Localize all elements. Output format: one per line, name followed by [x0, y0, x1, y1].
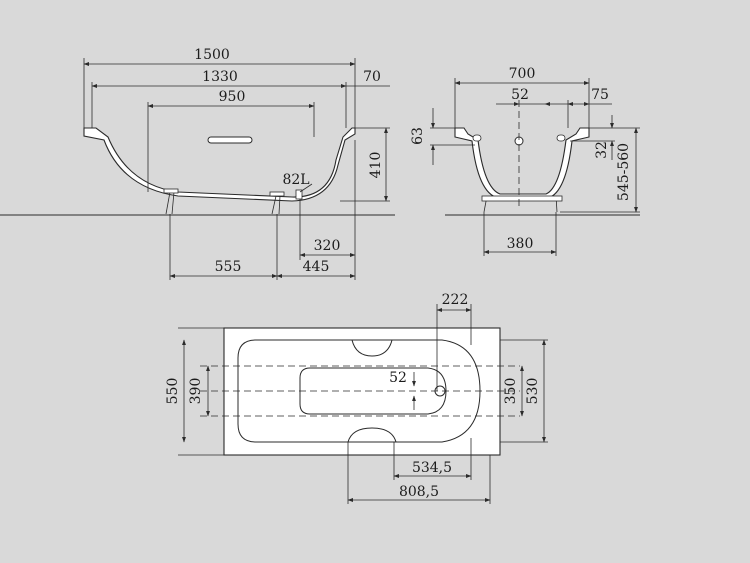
end-base-frame [481, 195, 563, 202]
label-height: 410 [368, 152, 384, 179]
drain-leader [299, 183, 313, 193]
label-drain-offset: 320 [314, 238, 341, 254]
label-top-drain-offset: 52 [389, 370, 407, 386]
top-outer-rim [223, 327, 501, 456]
side-foot-left [163, 188, 179, 194]
side-leg-right [271, 195, 277, 215]
side-view: 1500 1330 70 950 410 82L 320 555 445 [0, 47, 395, 280]
side-drain [295, 189, 303, 200]
label-top-handle-offset-total: 808,5 [399, 484, 439, 500]
label-drain: 82L [282, 172, 309, 188]
end-handle-left [472, 134, 482, 142]
label-top-handle-offset: 534,5 [412, 460, 452, 476]
label-length-overall: 1500 [194, 47, 230, 63]
label-top-width-overall: 550 [165, 378, 181, 405]
label-top-inner-right: 350 [503, 378, 519, 405]
side-foot-right [269, 191, 285, 197]
top-floor-area [299, 367, 447, 415]
label-leg-spacing: 555 [215, 259, 242, 275]
label-end-drain-offset: 52 [511, 87, 529, 103]
label-end-rim-depth: 63 [410, 127, 426, 145]
side-tub-body [83, 127, 356, 202]
top-view: 222 52 550 390 350 530 534,5 808,5 [165, 292, 548, 504]
label-length-inner: 1330 [202, 69, 238, 85]
label-top-width-inner: 390 [188, 378, 204, 405]
label-end-total-height: 545-560 [616, 143, 632, 201]
label-end-foot-spacing: 380 [507, 236, 534, 252]
label-end-rim-offset: 75 [591, 87, 609, 103]
side-leg-left-2 [171, 191, 175, 215]
label-end-overflow-height: 32 [594, 141, 610, 159]
side-handle [207, 136, 253, 144]
end-view: 700 52 75 63 32 545-560 380 [410, 66, 640, 256]
side-leg-left [165, 191, 171, 215]
side-leg-right-2 [278, 195, 281, 215]
top-handle-upper [351, 339, 393, 357]
label-rim-width: 70 [363, 69, 381, 85]
label-top-outer-right: 530 [525, 378, 541, 405]
label-end-width: 700 [509, 66, 536, 82]
top-inner-basin [237, 339, 481, 443]
top-handle-lower [347, 427, 397, 443]
label-leg-offset: 445 [303, 259, 330, 275]
label-handle-spacing: 950 [219, 89, 246, 105]
end-handle-right [556, 134, 566, 142]
label-top-overflow-offset: 222 [442, 292, 469, 308]
